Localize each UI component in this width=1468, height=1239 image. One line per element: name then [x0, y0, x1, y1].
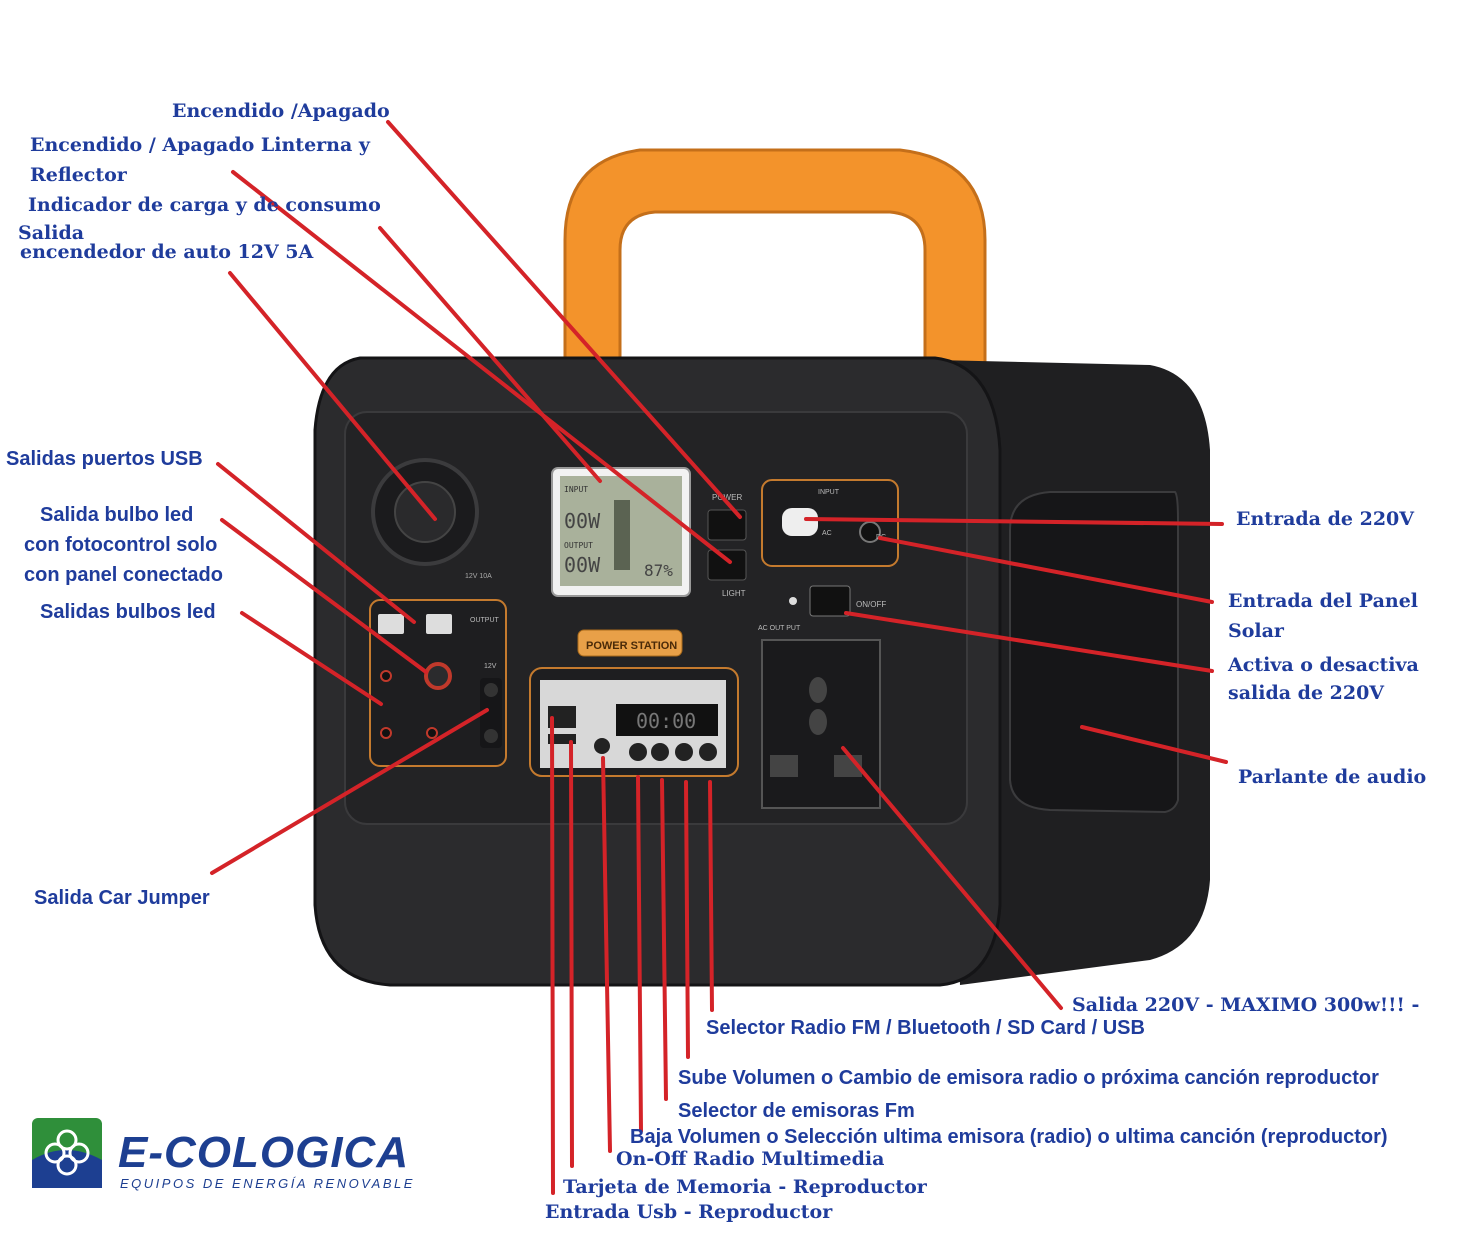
output-panel: OUTPUT 12V: [369, 599, 507, 767]
lcd-output-label: OUTPUT: [564, 541, 593, 550]
badge-text: POWER STATION: [586, 640, 677, 652]
label-usb-outputs: Salidas puertos USB: [6, 448, 203, 470]
label-light-switch-line1: Encendido / Apagado Linterna y: [30, 134, 370, 156]
label-car-jumper: Salida Car Jumper: [34, 887, 210, 909]
label-radio-onoff: On-Off Radio Multimedia: [616, 1148, 885, 1170]
label-solar-input-line1: Entrada del Panel: [1228, 590, 1419, 612]
label-led-photocontrol-line2: con fotocontrol solo: [24, 534, 218, 556]
lcd-input-value: 00W: [564, 509, 601, 533]
radio-module: 00:00: [529, 667, 739, 777]
car-lighter-socket: 12V 10A: [371, 458, 492, 580]
label-usb-input: Entrada Usb - Reproductor: [545, 1201, 833, 1223]
label-memory-card: Tarjeta de Memoria - Reproductor: [563, 1176, 927, 1198]
label-car-lighter-line2: encendedor de auto 12V 5A: [20, 241, 314, 263]
power-light-buttons: POWER LIGHT: [707, 493, 747, 598]
power-label: POWER: [712, 493, 742, 502]
label-speaker: Parlante de audio: [1238, 766, 1427, 788]
label-led-photocontrol-line1: Salida bulbo led: [40, 504, 194, 526]
input-label: INPUT: [818, 489, 840, 496]
logo-tagline: EQUIPOS DE ENERGÍA RENOVABLE: [120, 1176, 415, 1191]
label-mode-selector: Selector Radio FM / Bluetooth / SD Card …: [706, 1017, 1145, 1039]
lcd-screen: INPUT 00W OUTPUT 00W 87%: [551, 467, 691, 597]
lighter-rating: 12V 10A: [465, 573, 492, 580]
input-panel: INPUT AC DC: [761, 479, 899, 567]
label-power-switch: Encendido /Apagado: [172, 100, 390, 122]
label-led-outputs: Salidas bulbos led: [40, 601, 216, 623]
logo-name: E-COLOGICA: [118, 1128, 410, 1177]
label-volume-up: Sube Volumen o Cambio de emisora radio o…: [678, 1067, 1379, 1089]
radio-display: 00:00: [636, 709, 696, 733]
label-charge-indicator: Indicador de carga y de consumo: [28, 194, 381, 216]
label-solar-input-line2: Solar: [1228, 620, 1284, 642]
power-station-badge: POWER STATION: [577, 629, 683, 657]
label-ac-toggle-line1: Activa o desactiva: [1228, 654, 1419, 676]
label-light-switch-line2: Reflector: [30, 164, 127, 186]
twelve-v-label: 12V: [484, 663, 497, 670]
ac-label: AC: [822, 530, 832, 537]
ac-switch-outlet: ON/OFF AC OUT PUT: [758, 585, 886, 809]
light-label: LIGHT: [722, 589, 746, 598]
label-ac-input: Entrada de 220V: [1236, 508, 1414, 530]
label-volume-down: Baja Volumen o Selección ultima emisora …: [630, 1126, 1388, 1148]
logo-mark-icon: [32, 1118, 102, 1188]
callout-lines: [210, 120, 1228, 1195]
ac-out-label: AC OUT PUT: [758, 625, 801, 632]
carry-handle: [563, 148, 987, 374]
lcd-percent: 87%: [644, 561, 673, 580]
output-label: OUTPUT: [470, 617, 500, 624]
label-fm-selector: Selector de emisoras Fm: [678, 1100, 915, 1122]
label-car-lighter-line1: Salida: [18, 222, 85, 244]
lcd-input-label: INPUT: [564, 485, 588, 494]
label-ac-output: Salida 220V - MAXIMO 300w!!! -: [1072, 994, 1420, 1016]
label-ac-toggle-line2: salida de 220V: [1228, 682, 1385, 704]
onoff-label: ON/OFF: [856, 600, 886, 609]
label-led-photocontrol-line3: con panel conectado: [24, 564, 223, 586]
lcd-output-value: 00W: [564, 553, 601, 577]
